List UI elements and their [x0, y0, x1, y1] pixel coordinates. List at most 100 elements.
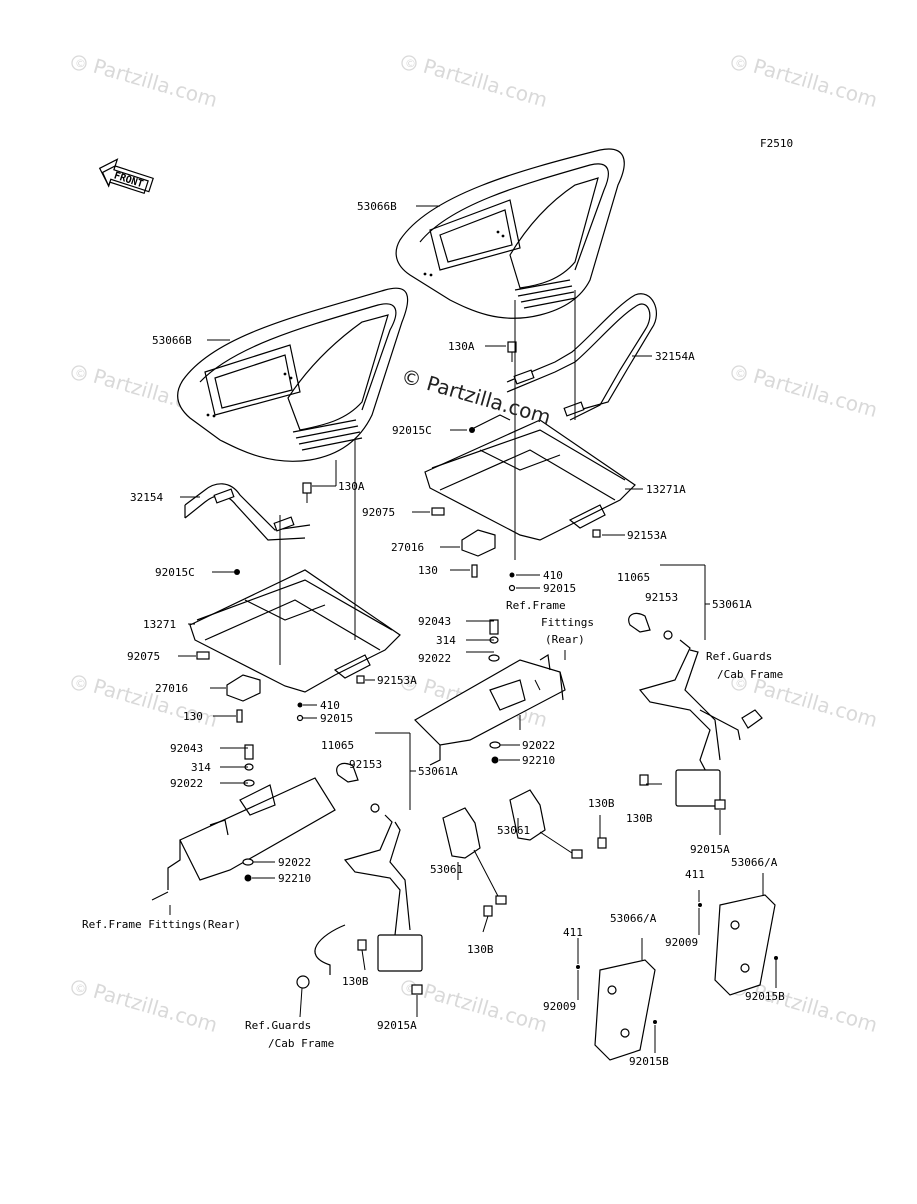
label-314-lower: 314: [191, 761, 211, 774]
label-92015b-lower: 92015B: [629, 1055, 669, 1068]
label-410-upper: 410: [543, 569, 563, 582]
label-ref-guards-lower-2: /Cab Frame: [268, 1037, 334, 1050]
seat-belt-upper: [628, 612, 763, 810]
seat-back-lower: [576, 959, 657, 1061]
label-53066b-lower: 53066B: [152, 334, 192, 347]
label-92153a-upper: 92153A: [627, 529, 667, 542]
label-53061a-lower: 53061A: [418, 765, 458, 778]
watermark-6: © Partzilla.com: [71, 674, 220, 732]
watermark-9: © Partzilla.com: [71, 979, 221, 1037]
label-53061-lower: 53061: [430, 863, 463, 876]
watermark-5: © Partzilla.com: [731, 364, 881, 422]
label-ref-frame-upper-3: (Rear): [545, 633, 585, 646]
label-11065-lower: 11065: [321, 739, 354, 752]
label-92043-upper: 92043: [418, 615, 451, 628]
svg-text:Partzilla.com: Partzilla.com: [751, 674, 881, 732]
svg-text:©: ©: [75, 982, 86, 995]
label-92153-upper: 92153: [645, 591, 678, 604]
label-92015b-upper: 92015B: [745, 990, 785, 1003]
label-130a-lower: 130A: [338, 480, 365, 493]
label-92022-lower2: 92022: [278, 856, 311, 869]
label-92075-upper: 92075: [362, 506, 395, 519]
watermark-10: © Partzilla.com: [401, 979, 550, 1037]
label-27016-upper: 27016: [391, 541, 424, 554]
part-labels: 53066B 53066B 130A 32154A 92015C 13271A …: [82, 200, 785, 1068]
label-53066b-upper: 53066B: [357, 200, 397, 213]
figure-code: F2510: [760, 137, 793, 150]
label-13271a: 13271A: [646, 483, 686, 496]
label-ref-frame-upper-1: Ref.Frame: [506, 599, 566, 612]
label-ref-frame-lower: Ref.Frame Fittings(Rear): [82, 918, 241, 931]
label-92022-lower: 92022: [170, 777, 203, 790]
label-92009-upper: 92009: [665, 936, 698, 949]
svg-text:Partzilla.com: Partzilla.com: [751, 364, 881, 422]
svg-text:Partzilla.com: Partzilla.com: [751, 979, 881, 1037]
grab-bar-upper: [506, 293, 657, 421]
label-92015c-upper: 92015C: [392, 424, 432, 437]
watermark-2: © Partzilla.com: [401, 54, 550, 112]
mount-bracket-upper: [414, 653, 566, 766]
grab-bar-lower: [184, 483, 311, 541]
svg-text:©: ©: [405, 57, 416, 70]
label-92153-lower: 92153: [349, 758, 382, 771]
label-130a-upper: 130A: [448, 340, 475, 353]
label-ref-frame-upper-2: Fittings: [541, 616, 594, 629]
label-92015c-lower: 92015C: [155, 566, 195, 579]
front-arrow-icon: FRONT: [98, 158, 154, 195]
label-411-upper: 411: [685, 868, 705, 881]
seat-frame-lower: [189, 569, 401, 693]
label-92043-lower: 92043: [170, 742, 203, 755]
label-130-lower: 130: [183, 710, 203, 723]
label-92015-lower: 92015: [320, 712, 353, 725]
svg-text:Partzilla.com: Partzilla.com: [91, 979, 221, 1037]
svg-text:©: ©: [75, 677, 86, 690]
label-410-lower: 410: [320, 699, 340, 712]
svg-text:Partzilla.com: Partzilla.com: [91, 54, 221, 112]
label-13271: 13271: [143, 618, 176, 631]
label-32154a: 32154A: [655, 350, 695, 363]
svg-text:©: ©: [735, 677, 746, 690]
buckle-upper: [509, 789, 607, 859]
label-53061-upper: 53061: [497, 824, 530, 837]
label-92153a-lower: 92153A: [377, 674, 417, 687]
label-27016-lower: 27016: [155, 682, 188, 695]
label-130b-right2: 130B: [626, 812, 653, 825]
svg-text:©: ©: [405, 982, 416, 995]
label-92210-lower: 92210: [278, 872, 311, 885]
label-11065-upper: 11065: [617, 571, 650, 584]
label-53066a-upper: 53066/A: [731, 856, 778, 869]
label-92210-mid: 92210: [522, 754, 555, 767]
label-92015a-lower: 92015A: [377, 1019, 417, 1032]
svg-text:Partzilla.com: Partzilla.com: [751, 54, 881, 112]
buckle-lower: [442, 807, 507, 917]
watermark-3: © Partzilla.com: [731, 54, 881, 112]
label-92015a-right: 92015A: [690, 843, 730, 856]
hardware-group: [196, 341, 601, 882]
label-92009-lower: 92009: [543, 1000, 576, 1013]
seat-belt-lower: [296, 762, 423, 995]
svg-text:©: ©: [75, 367, 86, 380]
label-53066a-lower: 53066/A: [610, 912, 657, 925]
label-32154: 32154: [130, 491, 163, 504]
leader-lines: [151, 205, 777, 1053]
seat-frame-upper: [424, 414, 636, 541]
label-411-lower: 411: [563, 926, 583, 939]
label-130b-right: 130B: [588, 797, 615, 810]
label-ref-guards-upper-2: /Cab Frame: [717, 668, 783, 681]
svg-text:©: ©: [735, 57, 746, 70]
watermark-1: © Partzilla.com: [71, 54, 221, 112]
label-314-upper: 314: [436, 634, 456, 647]
mount-bracket-lower: [167, 777, 336, 890]
label-92075-lower: 92075: [127, 650, 160, 663]
svg-text:©: ©: [735, 367, 746, 380]
label-92015-upper: 92015: [543, 582, 576, 595]
label-130b-lower: 130B: [342, 975, 369, 988]
label-ref-guards-lower-1: Ref.Guards: [245, 1019, 311, 1032]
seat-cushion-lower: [177, 287, 409, 462]
svg-text:©: ©: [405, 677, 416, 690]
label-130b-mid: 130B: [467, 943, 494, 956]
label-92022-upper: 92022: [418, 652, 451, 665]
seat-back-upper: [698, 894, 778, 996]
label-92022-mid: 92022: [522, 739, 555, 752]
